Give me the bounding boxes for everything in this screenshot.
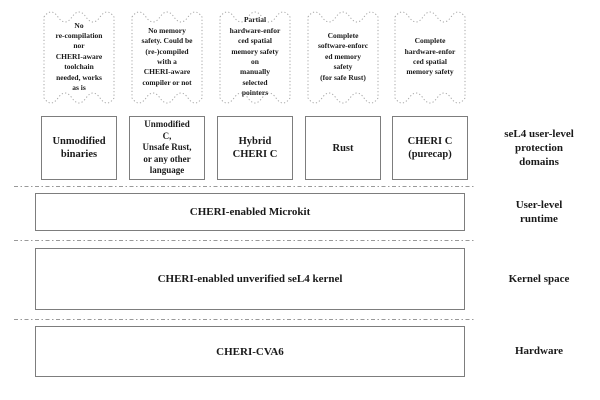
separator-line [14,186,476,187]
domain-box-cheri-c-purecap: CHERI C (purecap) [392,116,468,180]
cloud-note-text: Partial hardware-enfor ced spatial memor… [229,15,281,98]
layer-box-cheri-cva6: CHERI-CVA6 [35,326,465,377]
cloud-note-unmodified-c: No memory safety. Could be (re-)compiled… [129,6,205,110]
side-label-protection-domains: seL4 user-level protection domains [504,128,574,168]
domain-box-hybrid-cheri-c: Hybrid CHERI C [217,116,293,180]
domain-box-unmodified-c: Unmodified C, Unsafe Rust, or any other … [129,116,205,180]
layer-box-microkit: CHERI-enabled Microkit [35,193,465,231]
side-label-hardware: Hardware [514,345,564,357]
layer-box-sel4-kernel: CHERI-enabled unverified seL4 kernel [35,248,465,310]
cloud-note-text: Complete software-enforc ed memory safet… [317,30,369,82]
side-label-user-level-runtime: User-level runtime [515,199,563,225]
separator-line [14,240,476,241]
cloud-note-rust: Complete software-enforc ed memory safet… [305,6,381,110]
side-label-kernel-space: Kernel space [508,273,570,285]
cloud-note-text: Complete hardware-enfor ced spatial memo… [404,36,456,77]
cloud-note-cheri-c-purecap: Complete hardware-enfor ced spatial memo… [392,6,468,110]
separator-line [14,319,476,320]
cloud-note-unmodified-binaries: No re-compilation nor CHERI-aware toolch… [41,6,117,110]
cloud-note-hybrid-cheri-c: Partial hardware-enfor ced spatial memor… [217,6,293,110]
domain-box-rust: Rust [305,116,381,180]
cloud-note-text: No memory safety. Could be (re-)compiled… [141,25,193,87]
domain-box-unmodified-binaries: Unmodified binaries [41,116,117,180]
cloud-note-text: No re-compilation nor CHERI-aware toolch… [55,20,103,93]
